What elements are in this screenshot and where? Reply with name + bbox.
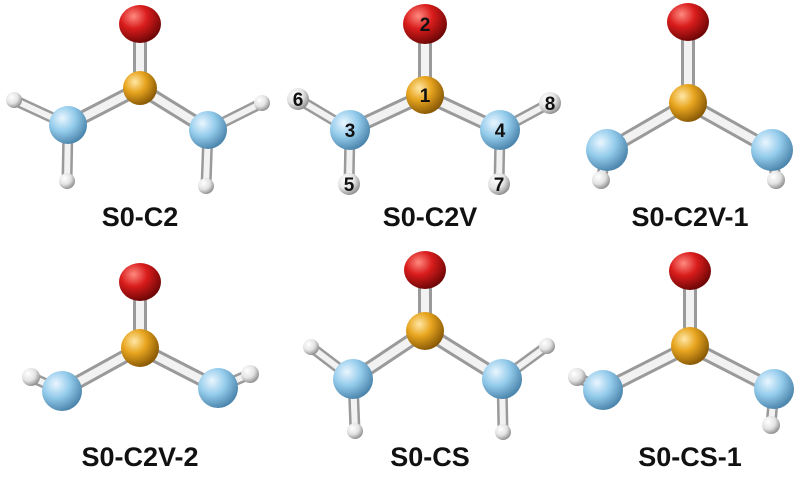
atom-label-7: 7 [494, 175, 505, 196]
atom-label-4: 4 [495, 121, 506, 142]
oxygen-atom [403, 4, 447, 44]
sulfur-atom [406, 76, 444, 114]
sulfur-atom [121, 329, 159, 367]
nitrogen-atom [198, 368, 238, 408]
hydrogen-atom [198, 178, 214, 194]
hydrogen-atom [22, 368, 40, 386]
hydrogen-atom [254, 95, 270, 111]
nitrogen-atom [754, 369, 794, 409]
molecule-s0-cs: S0-CS [303, 251, 555, 472]
nitrogen-atom [49, 106, 87, 144]
structure-caption: S0-C2V [383, 202, 478, 232]
atom-label-3: 3 [345, 121, 356, 142]
structure-caption: S0-C2 [102, 202, 179, 232]
molecule-s0-c2v-1: S0-C2V-1 [586, 3, 793, 232]
nitrogen-atom [751, 129, 793, 171]
structure-caption: S0-CS [390, 442, 470, 472]
molecule-s0-c2v-2: S0-C2V-2 [22, 263, 259, 472]
structure-caption: S0-C2V-1 [631, 202, 748, 232]
oxygen-atom [119, 5, 161, 43]
molecule-s0-cs-1: S0-CS-1 [568, 252, 794, 472]
atom-label-6: 6 [293, 90, 304, 111]
sulfur-atom [406, 312, 444, 350]
nitrogen-atom [42, 371, 82, 411]
nitrogen-atom [330, 110, 370, 150]
hydrogen-atom [568, 368, 586, 386]
molecule-s0-c2v: 1 2 3 4 5 6 7 8 S0-C2V [287, 4, 561, 232]
hydrogen-atom [762, 416, 780, 434]
hydrogen-atom [495, 424, 511, 440]
hydrogen-atom [539, 92, 561, 114]
atom-label-1: 1 [420, 86, 431, 107]
atom-label-5: 5 [344, 175, 355, 196]
nitrogen-atom [583, 370, 623, 410]
oxygen-atom [667, 3, 709, 41]
nitrogen-atom [333, 359, 373, 399]
nitrogen-atom [189, 111, 227, 149]
nitrogen-atom [482, 359, 522, 399]
nitrogen-atom [480, 110, 520, 150]
structure-caption: S0-CS-1 [638, 442, 742, 472]
structure-caption: S0-C2V-2 [81, 442, 198, 472]
hydrogen-atom [592, 171, 610, 189]
hydrogen-atom [488, 173, 510, 195]
oxygen-atom [404, 251, 446, 289]
sulfur-atom [669, 84, 707, 122]
hydrogen-atom [303, 339, 319, 355]
hydrogen-atom [6, 92, 22, 108]
hydrogen-atom [338, 173, 360, 195]
hydrogen-atom [767, 171, 785, 189]
atom-label-8: 8 [545, 94, 556, 115]
hydrogen-atom [347, 423, 363, 439]
nitrogen-atom [586, 129, 628, 171]
hydrogen-atom [539, 338, 555, 354]
hydrogen-atom [287, 88, 309, 110]
atom-label-2: 2 [420, 15, 431, 36]
sulfur-atom [123, 71, 157, 105]
molecule-s0-c2: S0-C2 [6, 5, 270, 232]
sulfur-atom [671, 327, 709, 365]
hydrogen-atom [59, 173, 75, 189]
oxygen-atom [669, 252, 711, 290]
hydrogen-atom [241, 365, 259, 383]
oxygen-atom [119, 263, 161, 301]
